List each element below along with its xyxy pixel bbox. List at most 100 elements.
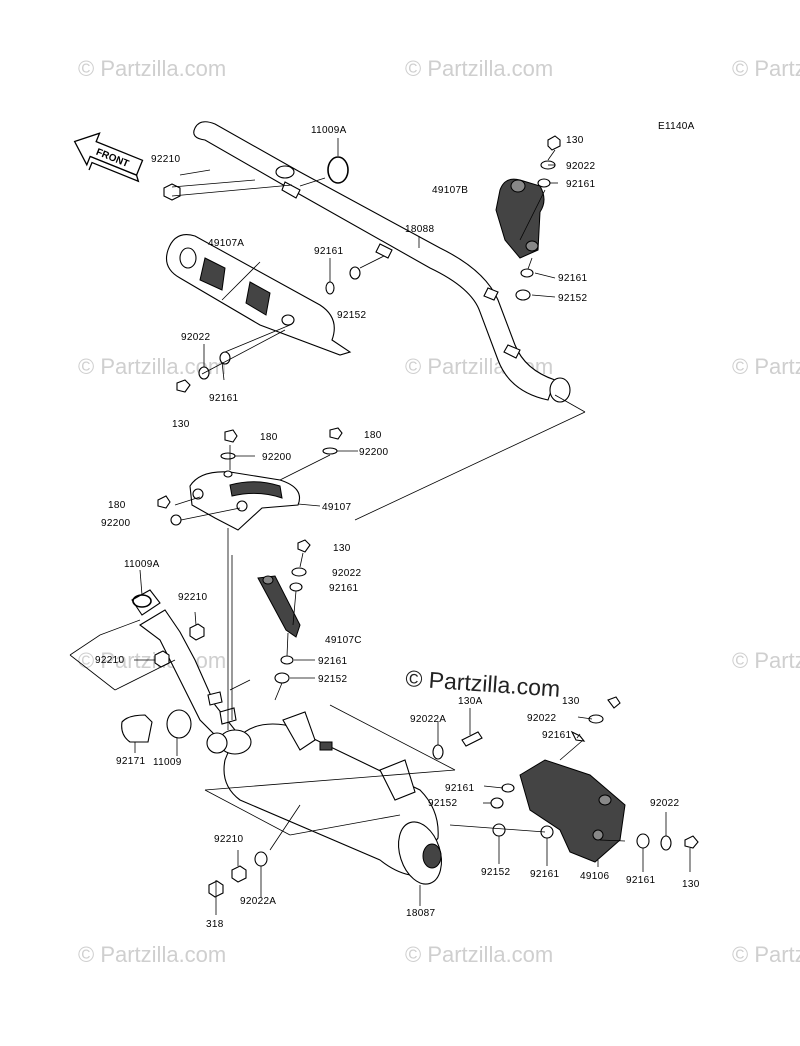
collar-92152 bbox=[349, 266, 361, 280]
part-label-180: 180 bbox=[260, 432, 278, 443]
watermark: © Partzilla.com bbox=[732, 648, 800, 673]
collar-92152 bbox=[490, 797, 504, 809]
nut-92210 bbox=[154, 650, 170, 668]
part-label-92161: 92161 bbox=[209, 393, 238, 404]
gasket-11009a-top bbox=[327, 156, 349, 184]
washer-92161 bbox=[501, 783, 515, 793]
washer-92200 bbox=[322, 447, 338, 455]
washer-92200 bbox=[170, 514, 182, 526]
watermark: © Partzilla.com bbox=[78, 648, 226, 673]
part-label-92022: 92022 bbox=[332, 568, 361, 579]
washer-92161 bbox=[636, 833, 650, 849]
part-label-49106: 49106 bbox=[580, 871, 609, 882]
part-label-11009a: 11009A bbox=[124, 559, 160, 570]
part-label-92161: 92161 bbox=[530, 869, 559, 880]
part-label-130: 130 bbox=[333, 543, 351, 554]
part-label-92200: 92200 bbox=[101, 518, 130, 529]
part-label-11009a: 11009A bbox=[311, 125, 347, 136]
part-label-18088: 18088 bbox=[405, 224, 434, 235]
part-label-92022: 92022 bbox=[566, 161, 595, 172]
washer-92022a bbox=[432, 744, 444, 760]
part-label-92022: 92022 bbox=[181, 332, 210, 343]
collar-92152 bbox=[515, 289, 531, 301]
washer-92161 bbox=[325, 281, 335, 295]
part-label-92161: 92161 bbox=[566, 179, 595, 190]
part-label-92022: 92022 bbox=[527, 713, 556, 724]
diagram-code: E1140A bbox=[658, 121, 695, 132]
washer-92022 bbox=[291, 567, 307, 577]
part-label-130a: 130A bbox=[458, 696, 483, 707]
washer-92200 bbox=[220, 452, 236, 460]
part-label-92152: 92152 bbox=[318, 674, 347, 685]
heat-guard-49106 bbox=[519, 759, 626, 863]
washer-92022 bbox=[588, 714, 604, 724]
bolt-130a bbox=[461, 731, 483, 747]
part-label-92210: 92210 bbox=[95, 655, 124, 666]
part-label-92161: 92161 bbox=[314, 246, 343, 257]
bolt-130 bbox=[297, 539, 311, 553]
heat-guard-49107 bbox=[189, 470, 301, 531]
part-label-92161: 92161 bbox=[329, 583, 358, 594]
bolt-130 bbox=[176, 379, 191, 393]
watermark: © Partzilla.com bbox=[405, 942, 553, 967]
part-label-92161: 92161 bbox=[558, 273, 587, 284]
part-label-92152: 92152 bbox=[337, 310, 366, 321]
part-label-49107: 49107 bbox=[322, 502, 351, 513]
part-label-92210: 92210 bbox=[151, 154, 180, 165]
part-label-49107c: 49107C bbox=[325, 635, 362, 646]
part-label-49107b: 49107B bbox=[432, 185, 468, 196]
washer-92161 bbox=[537, 178, 551, 188]
watermark: © Partzilla.com bbox=[78, 56, 226, 81]
part-label-11009: 11009 bbox=[153, 757, 182, 768]
bolt-130 bbox=[547, 135, 561, 151]
gasket-11009 bbox=[166, 709, 192, 739]
watermark: © Partzilla.com bbox=[732, 354, 800, 379]
exhaust-pipe-18088 bbox=[193, 121, 571, 403]
bolt-180 bbox=[224, 429, 238, 443]
watermark: © Partzilla.com bbox=[78, 942, 226, 967]
brand-watermark: © Partzilla.com bbox=[405, 665, 561, 702]
bolt-130 bbox=[684, 835, 699, 849]
washer-92161 bbox=[520, 268, 534, 278]
part-label-92161: 92161 bbox=[445, 783, 474, 794]
part-label-130: 130 bbox=[562, 696, 580, 707]
washer-92022 bbox=[660, 835, 672, 851]
washer-92022a bbox=[254, 851, 268, 867]
part-label-49107a: 49107A bbox=[208, 238, 244, 249]
part-label-92161: 92161 bbox=[626, 875, 655, 886]
part-labels: E1140A 11009A 92210 130 92022 92161 4910… bbox=[95, 121, 700, 930]
nut-92210 bbox=[189, 623, 205, 641]
part-label-92022: 92022 bbox=[650, 798, 679, 809]
part-label-318: 318 bbox=[206, 919, 224, 930]
bolt-130 bbox=[607, 696, 621, 709]
part-label-92200: 92200 bbox=[359, 447, 388, 458]
bolt-180 bbox=[157, 495, 171, 509]
part-label-92022a: 92022A bbox=[240, 896, 276, 907]
heat-guard-49107c bbox=[257, 575, 301, 638]
leader-lines bbox=[69, 138, 691, 915]
part-label-92161: 92161 bbox=[318, 656, 347, 667]
heat-guard-49107a bbox=[165, 234, 352, 356]
part-label-92152: 92152 bbox=[558, 293, 587, 304]
part-label-130: 130 bbox=[172, 419, 190, 430]
nut-92210 bbox=[231, 865, 247, 883]
part-label-92022a: 92022A bbox=[410, 714, 446, 725]
part-label-180: 180 bbox=[364, 430, 382, 441]
watermark: © Partzilla.com bbox=[732, 56, 800, 81]
muffler-18087 bbox=[206, 711, 442, 885]
part-label-92161: 92161 bbox=[542, 730, 571, 741]
part-label-18087: 18087 bbox=[406, 908, 435, 919]
bolt-180 bbox=[329, 427, 343, 440]
part-label-92200: 92200 bbox=[262, 452, 291, 463]
clamp-92171 bbox=[121, 714, 153, 743]
part-label-180: 180 bbox=[108, 500, 126, 511]
collar-92152 bbox=[274, 672, 290, 684]
part-label-92210: 92210 bbox=[214, 834, 243, 845]
part-label-92152: 92152 bbox=[428, 798, 457, 809]
washer-92161 bbox=[289, 582, 303, 592]
washer-92161 bbox=[280, 655, 294, 665]
watermark: © Partzilla.com bbox=[405, 56, 553, 81]
watermark: © Partzilla.com bbox=[732, 942, 800, 967]
part-label-130: 130 bbox=[682, 879, 700, 890]
